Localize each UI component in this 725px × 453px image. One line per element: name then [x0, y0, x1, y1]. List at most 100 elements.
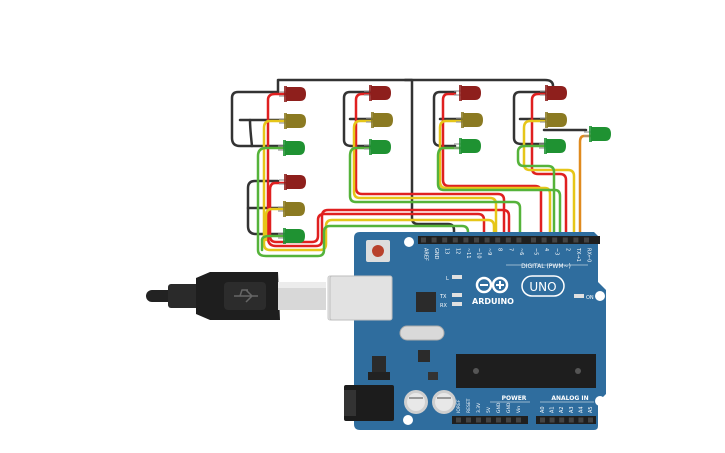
- digital-pin-label: ~10: [476, 248, 482, 259]
- led-green: [364, 139, 391, 155]
- model-label: UNO: [529, 280, 556, 294]
- analog-pin[interactable]: [578, 417, 584, 423]
- digital-pin[interactable]: [531, 237, 536, 243]
- analog-pin-label: A1: [550, 406, 556, 413]
- analog-header: [536, 416, 596, 424]
- rx-led-label: RX: [440, 303, 447, 309]
- digital-pin[interactable]: [495, 237, 501, 243]
- led-red: [279, 86, 306, 102]
- led-red: [540, 85, 567, 101]
- led-red: [364, 85, 391, 101]
- ground-wire: [403, 78, 456, 242]
- power-pin[interactable]: [466, 417, 471, 423]
- signal-wire-yellow: [522, 119, 576, 242]
- digital-pin[interactable]: [463, 237, 469, 243]
- signal-wire-red: [354, 92, 506, 242]
- digital-pin-label: ~6: [518, 248, 524, 255]
- led-yellow: [540, 112, 567, 128]
- power-pin[interactable]: [506, 417, 511, 423]
- led-green: [454, 138, 481, 154]
- power-pin[interactable]: [456, 417, 461, 423]
- capacitor: [432, 390, 456, 414]
- digital-pin[interactable]: [421, 237, 426, 243]
- signal-wire-green: [348, 146, 522, 242]
- led-group: [278, 85, 611, 244]
- signal-wire-orange: [578, 134, 598, 242]
- power-pin[interactable]: [476, 417, 481, 423]
- analog-pin-label: A4: [578, 406, 584, 413]
- on-led-label: ON: [586, 295, 594, 301]
- led-red: [279, 174, 306, 190]
- digital-pin[interactable]: [541, 237, 547, 243]
- digital-pin[interactable]: [452, 237, 458, 243]
- digital-pin[interactable]: [474, 237, 479, 243]
- digital-pin-label: 8: [497, 248, 503, 251]
- power-jack: [344, 385, 394, 421]
- digital-pin[interactable]: [431, 237, 437, 243]
- wires: [230, 78, 598, 258]
- led-yellow: [456, 112, 483, 128]
- tx-led-label: TX: [439, 294, 447, 300]
- usb-port: [329, 275, 393, 321]
- digital-pin[interactable]: [584, 237, 589, 243]
- power-pin[interactable]: [486, 417, 491, 423]
- analog-pin[interactable]: [559, 417, 565, 423]
- digital-pin[interactable]: [552, 237, 558, 243]
- led-green: [539, 138, 566, 154]
- digital-pin[interactable]: [562, 237, 568, 243]
- brand-label: ARDUINO: [472, 297, 514, 306]
- l-led-label: L: [446, 276, 449, 282]
- analog-pin[interactable]: [588, 417, 593, 423]
- signal-wire-red: [268, 181, 486, 244]
- digital-pin-label: 13: [444, 248, 450, 254]
- analog-pin-label: A3: [569, 406, 575, 413]
- model-badge: [521, 275, 565, 297]
- digital-pin[interactable]: [516, 237, 522, 243]
- digital-pin-label: TX→1: [575, 247, 581, 262]
- ground-wire: [276, 78, 555, 94]
- power-pin-label: 3.3V: [476, 402, 482, 413]
- analog-pin[interactable]: [568, 417, 574, 423]
- analog-pin-label: A5: [588, 406, 594, 413]
- power-pin[interactable]: [516, 417, 521, 423]
- capacitor: [404, 390, 428, 414]
- signal-wire-green: [260, 234, 288, 252]
- analog-label: ANALOG IN: [551, 395, 588, 402]
- digital-pin-label: 4: [543, 248, 549, 251]
- digital-pin-label: 2: [564, 248, 570, 251]
- digital-pin[interactable]: [484, 237, 490, 243]
- digital-pin-label: ~5: [533, 248, 539, 255]
- power-pin[interactable]: [496, 417, 501, 423]
- signal-wire-yellow: [264, 207, 288, 242]
- signal-wire-yellow: [352, 119, 498, 242]
- led-green: [584, 126, 611, 142]
- power-pin-label: Vin: [516, 406, 522, 413]
- power-pin-label: 5V: [486, 406, 492, 413]
- signal-wire-green: [256, 146, 470, 258]
- digital-pin-label: AREF: [423, 248, 429, 261]
- power-pin-label: IOREF: [456, 399, 462, 413]
- usb-icon: [234, 289, 258, 303]
- crystal: [399, 325, 445, 341]
- voltage-regulator: [372, 356, 386, 374]
- digital-pin-label: 12: [454, 248, 460, 254]
- digital-pin-label: ~3: [554, 248, 560, 255]
- reset-button[interactable]: [366, 240, 390, 262]
- digital-pin[interactable]: [573, 237, 579, 243]
- analog-pin-label: A0: [540, 406, 546, 413]
- digital-pin[interactable]: [505, 237, 511, 243]
- ground-wire: [248, 118, 254, 148]
- analog-pin[interactable]: [549, 417, 555, 423]
- digital-pin[interactable]: [442, 237, 448, 243]
- small-chip: [418, 350, 430, 362]
- ground-wire: [512, 90, 547, 146]
- digital-pin-label: RX←0: [586, 248, 592, 262]
- digital-pin-label: 7: [507, 248, 513, 251]
- ground-wire: [230, 90, 288, 148]
- analog-pin[interactable]: [540, 417, 545, 423]
- power-pin-label: GND: [506, 402, 512, 413]
